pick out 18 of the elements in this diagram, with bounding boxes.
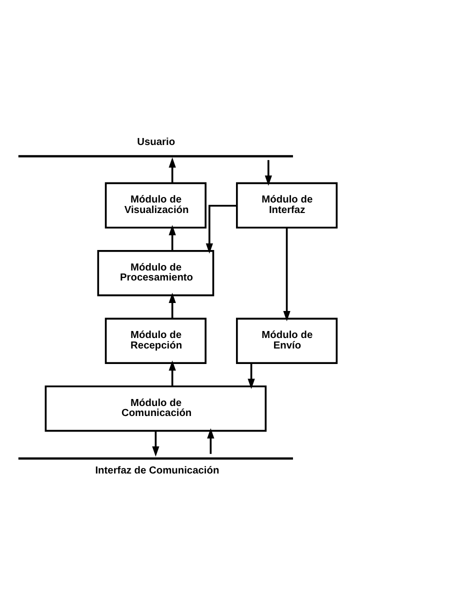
node-box: Módulo de Envío <box>236 318 338 364</box>
node-box: Módulo de Visualización <box>104 182 206 229</box>
arrow <box>152 430 160 457</box>
node-box: Módulo de Procesamiento <box>97 250 214 296</box>
arrow <box>283 228 290 322</box>
node-box: Módulo de Recepción <box>104 318 206 364</box>
arrow <box>168 157 176 184</box>
arrow <box>206 204 237 254</box>
arrow <box>168 292 176 318</box>
arrow <box>168 360 176 386</box>
node-box: Módulo de Interfaz <box>236 182 338 229</box>
node-box: Módulo de Comunicación <box>44 385 267 432</box>
node-text: Interfaz de Comunicación <box>95 466 220 477</box>
node-text: Usuario <box>137 137 176 148</box>
arrow <box>168 224 176 251</box>
arrow <box>264 160 272 186</box>
arrow <box>207 428 214 454</box>
arrow <box>248 363 255 390</box>
